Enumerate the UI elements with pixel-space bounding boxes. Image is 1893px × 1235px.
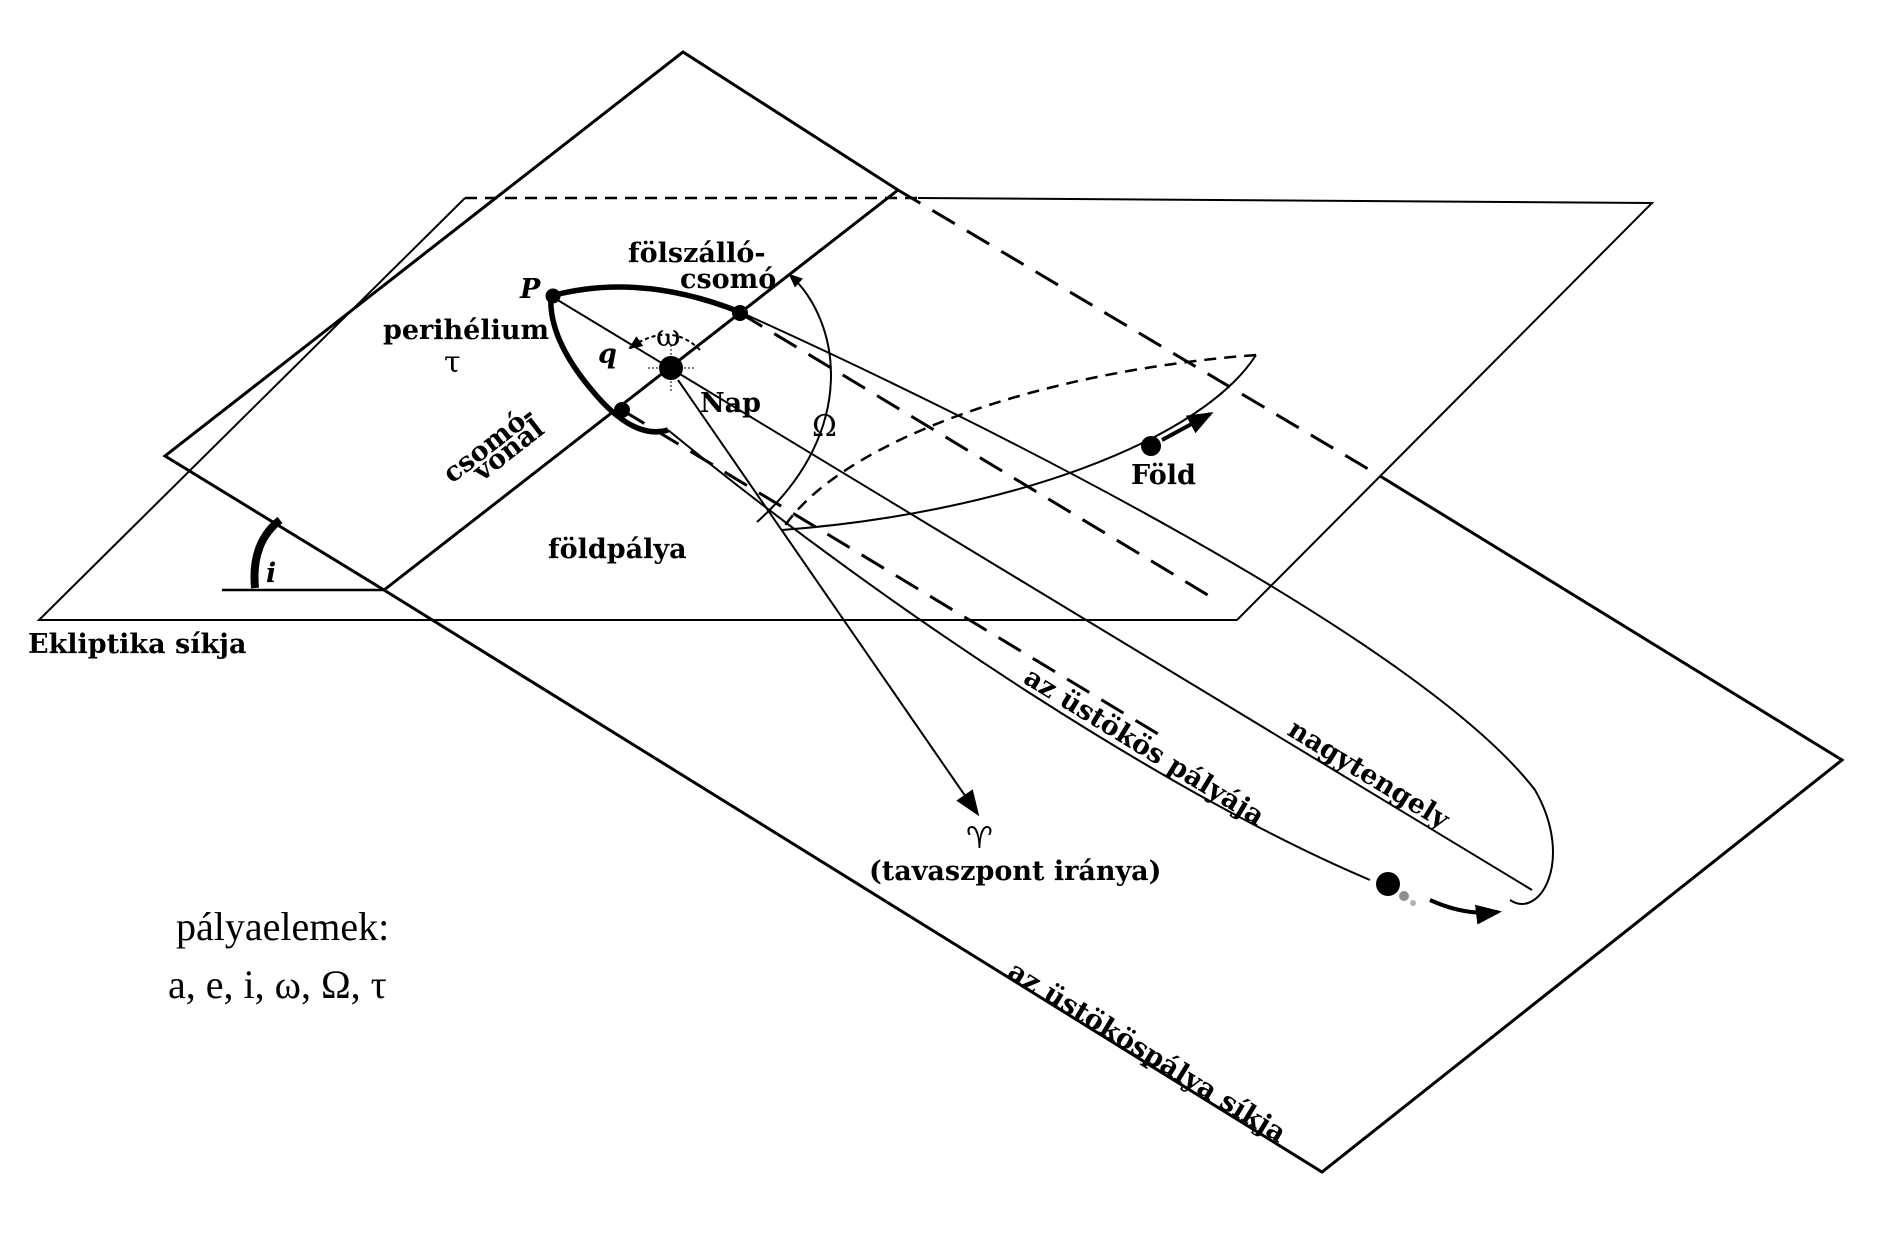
earth-orbit-hidden (780, 353, 1257, 531)
comet-plane-edge-hidden (897, 188, 1381, 478)
comet-motion-arrow (1429, 898, 1502, 925)
perihelion-distance-label: q (598, 339, 617, 370)
node-line-segment (383, 188, 899, 592)
earth-dot (1141, 436, 1161, 456)
sun-and-nodes (545, 288, 748, 418)
vernal-direction-arrow (677, 379, 980, 817)
major-axis-line (550, 295, 1533, 891)
earth-orbit-label: földpálya (548, 534, 687, 565)
elements-title: pályaelemek: (176, 904, 389, 949)
elements-list: a, e, i, ω, Ω, τ (168, 962, 387, 1007)
Omega-arc (756, 273, 832, 523)
comet-plane-label: az üstököspálya síkja (1002, 956, 1291, 1150)
inclination-label: i (266, 558, 276, 589)
sun-dot (659, 356, 683, 380)
omega-arrowhead (628, 336, 644, 350)
earth-motion-arrow (1161, 412, 1214, 442)
ascending-node-dot (732, 305, 748, 321)
major-axis (550, 295, 1533, 891)
inclination-arc (250, 516, 283, 589)
earth-orbit-visible (781, 354, 1257, 531)
comet-nucleus (1376, 872, 1400, 896)
descending-node-dot (614, 402, 630, 418)
perihelion-label: perihélium (383, 315, 549, 346)
ascending-node-label-line2: csomó (680, 264, 776, 295)
Omega-label: Ω (812, 409, 837, 444)
axis-guide-dashed-lower (621, 408, 1169, 742)
comet-orbit-upper-near (550, 284, 742, 315)
comet-tail-dot (1410, 900, 1416, 906)
ecliptic-plane-edge-right (917, 197, 1655, 621)
major-axis-label: nagytengely (1282, 714, 1455, 837)
earth-label: Föld (1131, 460, 1196, 491)
ecliptic-plane (36, 196, 1655, 621)
ecliptic-plane-label: Ekliptika síkja (28, 629, 246, 660)
omega-label: ω (656, 319, 680, 354)
ascending-node-label-line1: fölszálló- (628, 238, 766, 269)
comet-tail-dot (1399, 891, 1409, 901)
earth-orbit (780, 353, 1257, 531)
vernal-equinox-icon: ♈︎ (966, 821, 993, 856)
comet-orbit-near-perihelion (548, 295, 669, 435)
comet-orbit-far-side (739, 311, 1554, 905)
angle-arcs (222, 273, 832, 592)
tau-label: τ (444, 345, 461, 380)
vernal-direction-label: (tavaszpont iránya) (869, 856, 1161, 887)
comet-orbit-lower-side (667, 429, 1371, 881)
perihelion-point-label: P (519, 274, 541, 305)
perihelion-dot (545, 288, 561, 304)
axis-guide-dashed-upper (739, 311, 1217, 602)
comet-orbit-plane (162, 50, 1845, 1174)
ecliptic-plane-edge-visible (36, 197, 1237, 621)
comet-plane-edge-lower (383, 474, 1845, 1174)
node-line (383, 188, 899, 592)
vernal-direction (677, 379, 980, 817)
comet-orbit (548, 284, 1554, 925)
comet-orbit-label: az üstökös pályája (1018, 662, 1269, 833)
sun-label: Nap (700, 388, 761, 419)
